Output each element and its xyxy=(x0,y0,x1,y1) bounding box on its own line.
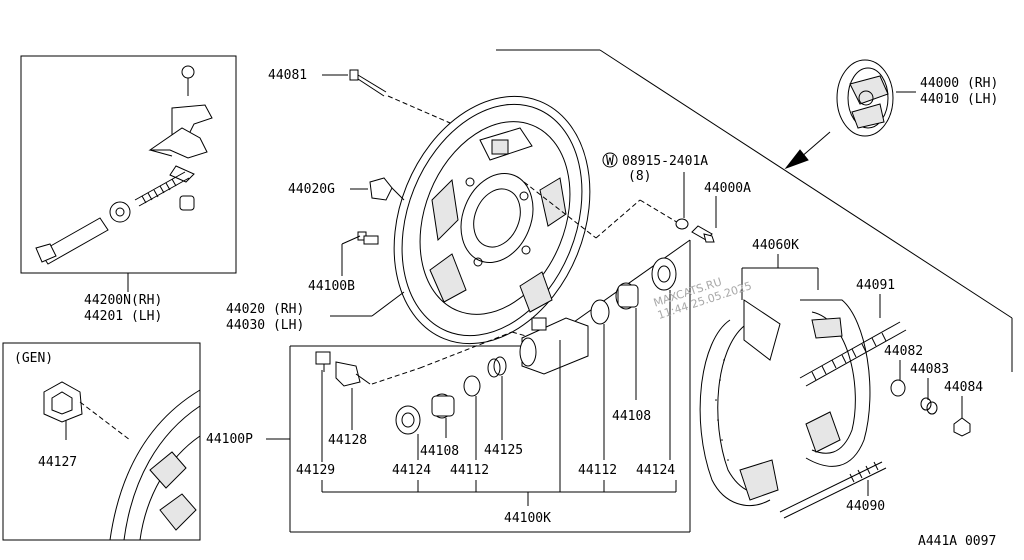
adjuster-inset: 44200N(RH) 44201 (LH) xyxy=(20,55,237,324)
label-44125: 44125 xyxy=(484,443,523,458)
label-44000-rh: 44000 (RH) xyxy=(920,76,998,91)
backing-plate-drawing xyxy=(393,95,591,345)
brake-shoe-right-drawing xyxy=(800,299,871,467)
label-44201: 44201 (LH) xyxy=(84,309,162,324)
label-44108-right: 44108 xyxy=(612,409,651,424)
label-44000a: 44000A xyxy=(704,181,751,196)
washer-drawing xyxy=(675,218,689,230)
label-44108-left: 44108 xyxy=(420,444,459,459)
label-44100b: 44100B xyxy=(308,279,355,294)
label-44090: 44090 xyxy=(846,499,885,514)
diagram-code: A441A 0097 xyxy=(918,534,996,549)
brake-shoe-left-drawing xyxy=(699,299,781,506)
label-08915: 08915-2401A xyxy=(622,154,708,169)
adjuster-parts-drawing xyxy=(35,65,213,265)
bleeder-44129-drawing xyxy=(315,351,331,372)
label-44100p: 44100P xyxy=(206,432,253,447)
spring-44083-drawing xyxy=(920,397,938,415)
label-44020-rh: 44020 (RH) xyxy=(226,302,304,317)
label-44020g: 44020G xyxy=(288,182,335,197)
label-44081: 44081 xyxy=(268,68,307,83)
label-44083: 44083 xyxy=(910,362,949,377)
bolt-44081-drawing xyxy=(349,69,387,97)
piston-44108-left-drawing xyxy=(431,393,455,419)
grommet-44020g-drawing xyxy=(369,177,405,201)
plug-44127-drawing xyxy=(43,381,83,423)
label-44100k: 44100K xyxy=(504,511,551,526)
retainer-44082-drawing xyxy=(890,379,906,397)
cup-44112-left-drawing xyxy=(463,375,481,397)
label-44084: 44084 xyxy=(944,380,983,395)
boot-44124-left-drawing xyxy=(395,405,421,435)
cap-44128-drawing xyxy=(335,361,371,387)
spring-44091-drawing xyxy=(799,321,907,387)
label-44129: 44129 xyxy=(296,463,335,478)
label-44127: 44127 xyxy=(38,455,77,470)
label-44091: 44091 xyxy=(856,278,895,293)
bleeder-44100b-drawing xyxy=(357,231,379,245)
label-44112-left: 44112 xyxy=(450,463,489,478)
label-44112-right: 44112 xyxy=(578,463,617,478)
label-44010-lh: 44010 (LH) xyxy=(920,92,998,107)
wheel-cylinder-drawing xyxy=(519,317,589,375)
kit-44100k-bracket xyxy=(321,480,677,506)
assembly-line-diagonal xyxy=(599,49,1013,319)
assembly-arrow xyxy=(784,131,831,170)
label-44060k: 44060K xyxy=(752,238,799,253)
brake-assembly-thumbnail xyxy=(836,59,894,137)
label-44124-left: 44124 xyxy=(392,463,431,478)
label-8: (8) xyxy=(628,169,651,184)
label-44200n: 44200N(RH) xyxy=(84,293,162,308)
label-44128: 44128 xyxy=(328,433,367,448)
label-w: W xyxy=(606,154,614,169)
label-44124-right: 44124 xyxy=(636,463,675,478)
label-gen: (GEN) xyxy=(14,351,53,366)
bolt-44000a-drawing xyxy=(691,225,715,243)
boot-44124-right-drawing xyxy=(651,257,677,291)
label-44082: 44082 xyxy=(884,344,923,359)
piston-44108-right-drawing xyxy=(615,282,639,310)
cup-44112-right-drawing xyxy=(590,299,610,325)
spring-44090-drawing xyxy=(779,461,887,519)
backing-plate-partial xyxy=(109,389,201,541)
label-44030-lh: 44030 (LH) xyxy=(226,318,304,333)
gen-inset: (GEN) 44127 xyxy=(2,342,201,541)
cup-44084-drawing xyxy=(953,417,971,437)
w-circle xyxy=(602,152,618,168)
spring-44125-drawing xyxy=(487,356,507,378)
